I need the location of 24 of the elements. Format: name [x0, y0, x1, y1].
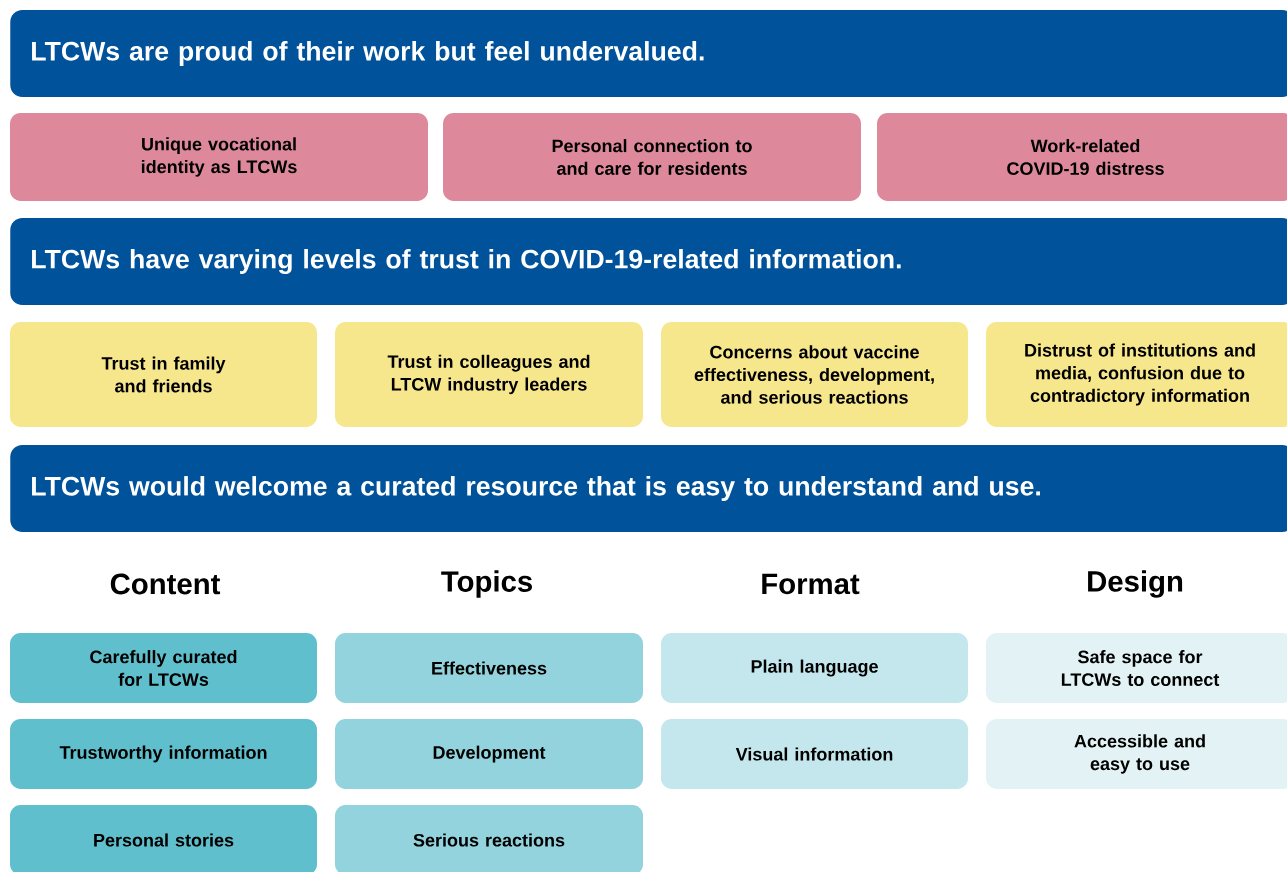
- column-heading: Topics: [441, 570, 532, 598]
- theme-box: Personal connection to and care for residents: [443, 113, 861, 201]
- finding-banner: LTCWs would welcome a curated resource that is easy to understand and use.: [10, 445, 1287, 532]
- finding-banner: LTCWs are proud of their work but feel undervalued.: [10, 10, 1287, 97]
- column-heading: Format: [762, 573, 860, 595]
- resource-box: Safe space for LTCWs to connect: [986, 633, 1287, 703]
- column-heading: Design: [1088, 570, 1183, 598]
- finding-banner: LTCWs have varying levels of trust in COVID-19-related information.: [10, 218, 1287, 305]
- column-heading: Content: [110, 573, 221, 595]
- resource-box: Accessible and easy to use: [986, 719, 1287, 789]
- resource-box: Trustworthy information: [10, 719, 317, 789]
- resource-box: Visual information: [661, 719, 968, 789]
- resource-box: Development: [335, 719, 643, 789]
- resource-box: Serious reactions: [335, 805, 643, 872]
- resource-box: Personal stories: [10, 805, 317, 872]
- resource-box: Effectiveness: [335, 633, 643, 703]
- theme-box: Trust in family and friends: [10, 322, 317, 427]
- resource-box: Carefully curated for LTCWs: [10, 633, 317, 703]
- theme-box: Work-related COVID-19 distress: [877, 113, 1287, 201]
- theme-box: Unique vocational identity as LTCWs: [10, 113, 428, 201]
- theme-box: Concerns about vaccine effectiveness, development, and serious reactions: [661, 322, 968, 427]
- theme-box: Distrust of institutions and media, confusion due to contradictory information: [986, 322, 1287, 427]
- theme-box: Trust in colleagues and LTCW industry leaders: [335, 322, 643, 427]
- resource-box: Plain language: [661, 633, 968, 703]
